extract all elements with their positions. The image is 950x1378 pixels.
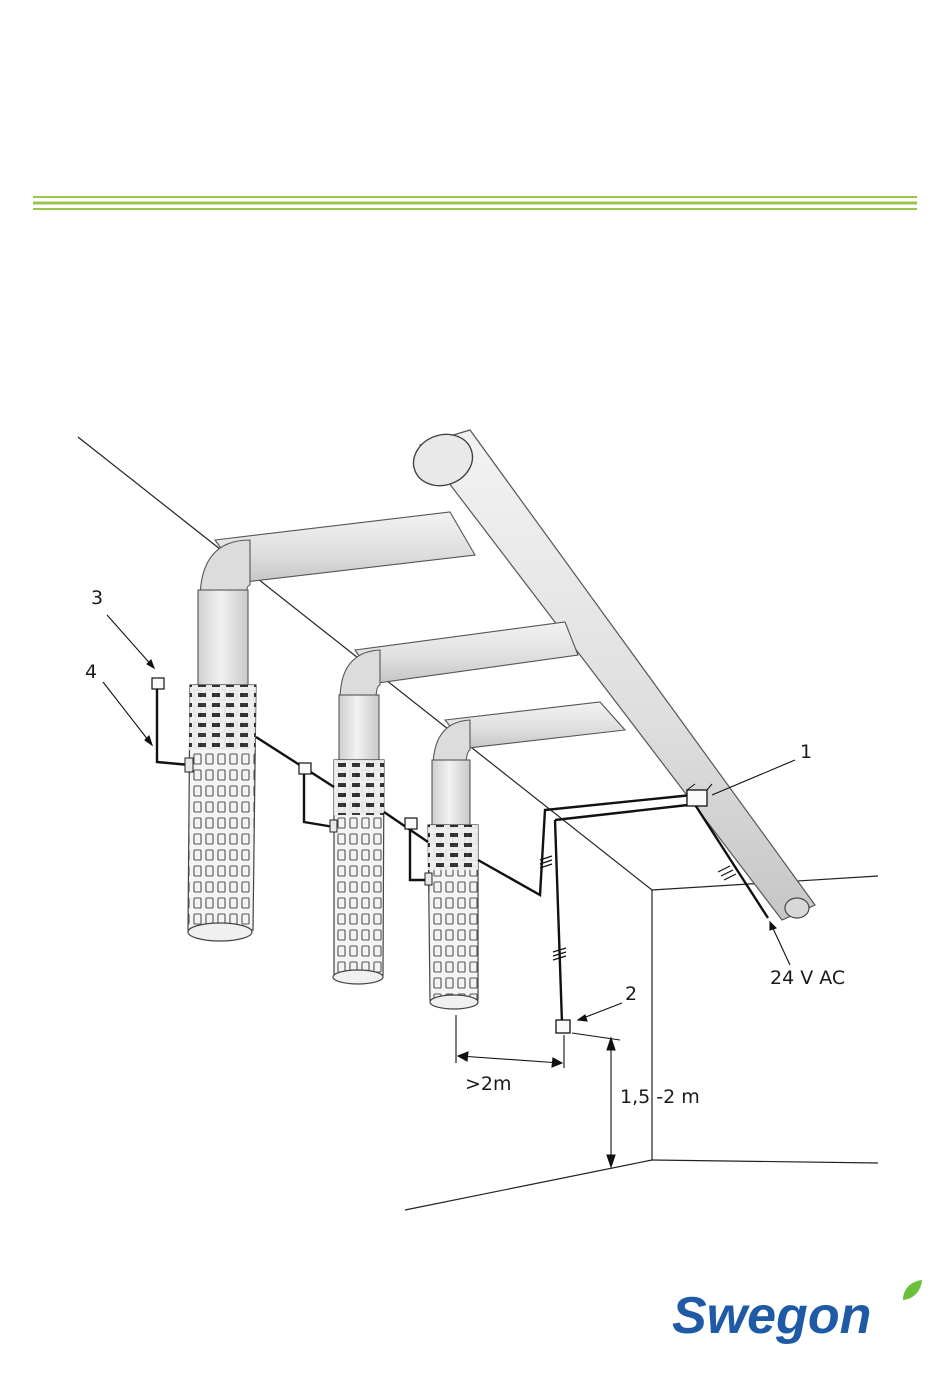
branch-duct-3: [432, 702, 625, 825]
brand-name: Swegon: [672, 1287, 871, 1345]
spacing-dimension: [456, 1015, 564, 1068]
height-label: 1,5 -2 m: [620, 1086, 700, 1108]
callout-1-label: 1: [800, 741, 812, 763]
room-sensor-box: [556, 1020, 570, 1033]
damper-module-2: [299, 763, 311, 774]
swegon-logo: Swegon: [672, 1280, 922, 1345]
leaf-icon: [903, 1280, 922, 1300]
diffuser-3: [428, 825, 478, 1009]
header-rule: [33, 197, 917, 209]
actuator-1: [185, 758, 193, 772]
callout-4-label: 4: [85, 661, 97, 683]
actuator-3: [425, 873, 432, 885]
callout-2-label: 2: [625, 983, 637, 1005]
height-dimension: [572, 1033, 620, 1167]
power-label: 24 V AC: [770, 967, 845, 989]
cable-tick-marks: [540, 856, 736, 960]
actuator-2: [330, 820, 337, 832]
callout-3-label: 3: [91, 587, 103, 609]
damper-module-1: [152, 678, 164, 689]
diffuser-1: [188, 685, 256, 941]
damper-module-3: [405, 818, 417, 829]
diffuser-2: [333, 760, 384, 984]
spacing-label: >2m: [465, 1073, 512, 1095]
